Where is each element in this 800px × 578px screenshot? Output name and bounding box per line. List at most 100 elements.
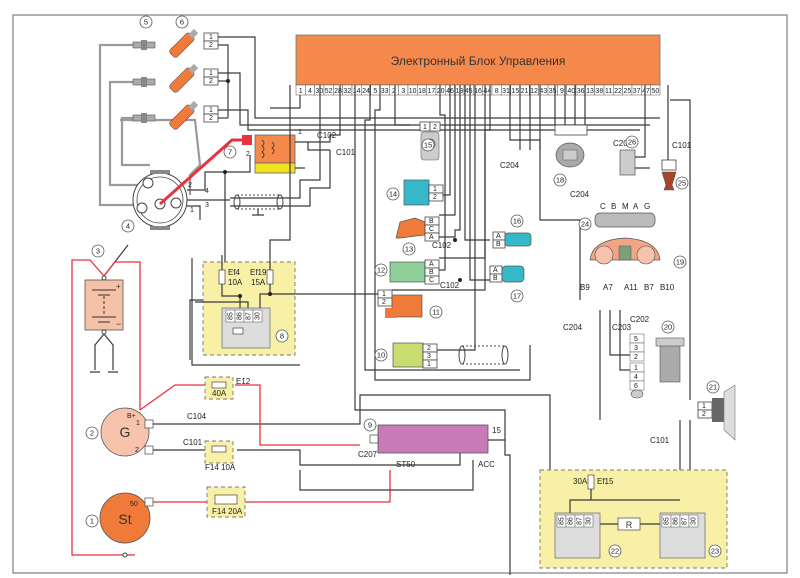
component-number-12: 12 bbox=[374, 263, 388, 277]
svg-text:5: 5 bbox=[144, 18, 148, 27]
relay-pin bbox=[688, 514, 699, 528]
relay-pin bbox=[583, 514, 594, 528]
fuse-f14-10a-label: F14 10A bbox=[205, 463, 236, 472]
component-number-17: 17 bbox=[510, 289, 524, 303]
ecu-pin-label: 9 bbox=[560, 88, 564, 95]
component-number-16: 16 bbox=[510, 214, 524, 228]
relay-pin-label: 85 bbox=[228, 312, 235, 320]
throttle-sensor: B C A bbox=[395, 216, 440, 242]
component-number-1: 1 bbox=[85, 514, 99, 528]
ecu-pin-label: 19 bbox=[455, 88, 463, 95]
connector-c102: C102 bbox=[317, 131, 337, 140]
relay-pin bbox=[252, 309, 263, 323]
connector-c101-fan: C101 bbox=[650, 436, 670, 445]
relay-pin-label: 30 bbox=[691, 517, 698, 525]
canister-valve bbox=[619, 149, 636, 176]
component-number-6: 6 bbox=[175, 15, 189, 29]
component-number-24: 24 bbox=[578, 217, 592, 231]
relay-pin-label: 87 bbox=[246, 312, 253, 320]
radiator-fan: 1 2 bbox=[697, 384, 736, 441]
injector-1 bbox=[169, 28, 199, 58]
pin-label: 2 bbox=[433, 194, 437, 201]
svg-text:18: 18 bbox=[556, 176, 564, 185]
fuse-ef19-value: 15A bbox=[251, 278, 266, 287]
svg-text:9: 9 bbox=[368, 421, 372, 430]
ecu-pin-label: 25 bbox=[623, 88, 631, 95]
pin-label: C bbox=[429, 226, 434, 233]
relay-pin-label: 85 bbox=[664, 517, 671, 525]
connector-c202: C202 bbox=[630, 315, 650, 324]
pin-label: B bbox=[496, 241, 501, 248]
ecu-pin-label: 50 bbox=[651, 88, 659, 95]
component-number-4: 4 bbox=[121, 219, 135, 233]
ignition-switch: C207 ST50 ACC 15 bbox=[358, 424, 501, 469]
ecu-pin-label: 16 bbox=[474, 88, 482, 95]
relay-pin-label: 30 bbox=[586, 517, 593, 525]
pin-label: 1 bbox=[298, 129, 302, 136]
ecu-title: Электронный Блок Управления bbox=[391, 54, 566, 68]
relay-pin-label: 86 bbox=[237, 312, 244, 320]
spark-plugs bbox=[132, 40, 156, 123]
ecu-pin-label: 31 bbox=[502, 88, 510, 95]
component-number-15: 15 bbox=[421, 138, 435, 152]
starter: St 50 bbox=[99, 492, 154, 558]
ecu-pin-label: 18 bbox=[418, 88, 426, 95]
cluster-pin-label: B10 bbox=[660, 283, 675, 292]
gen-pin2: 2 bbox=[135, 447, 139, 454]
ecu-pin-label: 17 bbox=[427, 88, 435, 95]
diag-pin-label: B bbox=[611, 202, 616, 211]
ecu-pin bbox=[650, 84, 661, 96]
connector-c102-c: C102 bbox=[440, 281, 460, 290]
connector-c203: C203 bbox=[612, 323, 632, 332]
pin-label: 3 bbox=[205, 202, 209, 209]
middle-wires bbox=[364, 85, 581, 381]
pin-label: B bbox=[429, 218, 434, 225]
fuse-e12-label: E12 bbox=[236, 377, 251, 386]
ecu-pin-label: 4 bbox=[308, 88, 312, 95]
fuse-ef19-label: Ef19 bbox=[250, 268, 267, 277]
ecu-pin-label: 2 bbox=[392, 88, 396, 95]
svg-text:10: 10 bbox=[377, 351, 385, 360]
svg-text:20: 20 bbox=[664, 323, 672, 332]
fuse-f14-20a-label: F14 20A bbox=[212, 507, 243, 516]
connector-c101: C101 bbox=[336, 148, 356, 157]
component-number-26: 26 bbox=[625, 135, 639, 149]
spark-plug-1 bbox=[132, 40, 156, 50]
connector-c204-b: C204 bbox=[613, 139, 633, 148]
pin-label: 2 bbox=[433, 124, 437, 131]
ecu-pin-label: 10 bbox=[409, 88, 417, 95]
relay-pin-label: 86 bbox=[568, 517, 575, 525]
cluster-pin-label: B9 bbox=[580, 283, 590, 292]
ht-coil-lead bbox=[159, 138, 245, 206]
pin-label: 1 bbox=[702, 403, 706, 410]
ecu-pin-label: 38 bbox=[595, 88, 603, 95]
pin-label: C bbox=[429, 277, 434, 284]
injector-2 bbox=[169, 63, 199, 93]
svg-text:4: 4 bbox=[126, 222, 130, 231]
svg-text:17: 17 bbox=[513, 292, 521, 301]
pin-label: A bbox=[493, 267, 498, 274]
ecu-pin-label: 37 bbox=[633, 88, 641, 95]
idle-valve: 1 2 bbox=[377, 289, 423, 318]
pin-label: 2 bbox=[188, 182, 192, 189]
ecu-pin-label: 52 bbox=[325, 88, 333, 95]
ecu-pin-label: 12 bbox=[530, 88, 538, 95]
cluster-pin-label: A11 bbox=[624, 283, 638, 292]
component-number-2: 2 bbox=[85, 426, 99, 440]
ecu-pin-label: 15 bbox=[511, 88, 519, 95]
pin-label: A bbox=[496, 233, 501, 240]
pump-pin-label: 4 bbox=[634, 374, 638, 381]
ecu-pin-label: 30 bbox=[315, 88, 323, 95]
cluster-pin-label: A7 bbox=[603, 283, 613, 292]
ecu-pin-label: 28 bbox=[334, 88, 342, 95]
switch-15: 15 bbox=[492, 426, 501, 435]
svg-text:22: 22 bbox=[611, 547, 619, 556]
connector-c204-d: C204 bbox=[563, 323, 583, 332]
connector-c207: C207 bbox=[358, 450, 378, 459]
